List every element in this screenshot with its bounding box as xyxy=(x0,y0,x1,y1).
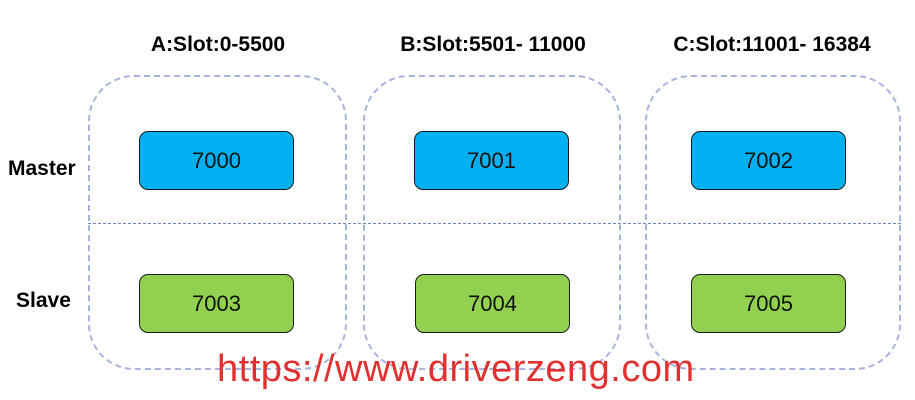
group-box-a xyxy=(88,75,347,370)
slave-node-a: 7003 xyxy=(139,274,294,333)
slave-node-b: 7004 xyxy=(415,274,570,333)
group-title-b: B:Slot:5501- 11000 xyxy=(400,33,586,56)
row-label-slave: Slave xyxy=(16,289,71,312)
master-node-c: 7002 xyxy=(691,131,846,190)
group-title-c: C:Slot:11001- 16384 xyxy=(673,33,871,56)
watermark-url: https://www.driverzeng.com xyxy=(217,348,695,390)
group-title-a: A:Slot:0-5500 xyxy=(150,33,286,56)
master-node-a: 7000 xyxy=(139,131,294,190)
master-slave-divider xyxy=(88,223,901,224)
slave-node-c: 7005 xyxy=(691,274,846,333)
group-box-c xyxy=(645,75,901,370)
group-box-b xyxy=(363,75,621,370)
master-node-b: 7001 xyxy=(414,131,569,190)
row-label-master: Master xyxy=(8,157,76,180)
